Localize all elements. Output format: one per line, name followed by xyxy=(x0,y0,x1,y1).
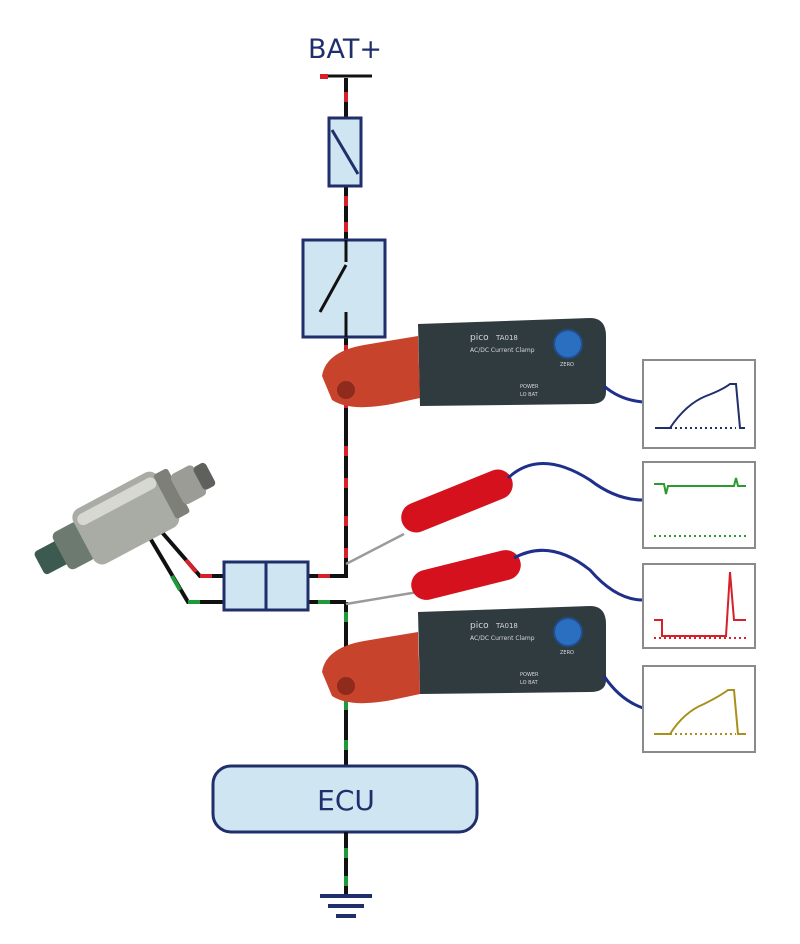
current-clamp-upper: pico TA018 AC/DC Current Clamp POWER LO … xyxy=(322,318,606,408)
svg-text:POWER: POWER xyxy=(520,672,539,678)
upper-clamp-lead xyxy=(603,384,644,404)
scope-trace-current-supply xyxy=(642,359,756,449)
fuse-icon xyxy=(327,116,363,188)
svg-text:pico: pico xyxy=(470,333,489,343)
svg-text:TA018: TA018 xyxy=(495,622,518,630)
lower-clamp-lead xyxy=(602,675,644,710)
scope-trace-current-control xyxy=(642,665,756,753)
svg-text:ZERO: ZERO xyxy=(560,362,574,368)
connector-wires xyxy=(308,574,346,604)
fuel-injector-icon xyxy=(34,462,216,575)
current-clamp-lower: pico TA018 AC/DC Current Clamp POWER LO … xyxy=(322,606,606,704)
svg-text:POWER: POWER xyxy=(520,384,539,390)
svg-text:LO BAT: LO BAT xyxy=(520,392,539,398)
voltage-probe-upper xyxy=(345,462,644,566)
switch-icon xyxy=(301,238,387,339)
svg-text:TA018: TA018 xyxy=(495,334,518,342)
svg-text:AC/DC Current Clamp: AC/DC Current Clamp xyxy=(470,347,535,354)
connector-icon xyxy=(222,560,310,612)
svg-text:ZERO: ZERO xyxy=(560,650,574,656)
bat-plus-label: BAT+ xyxy=(308,34,382,65)
svg-text:AC/DC Current Clamp: AC/DC Current Clamp xyxy=(470,635,535,642)
scope-trace-voltage-control xyxy=(642,563,756,649)
injector-pigtail xyxy=(148,528,224,604)
ecu-label: ECU xyxy=(317,784,375,817)
svg-text:LO BAT: LO BAT xyxy=(520,680,539,686)
zero-button-icon xyxy=(553,617,583,647)
svg-text:pico: pico xyxy=(470,621,489,631)
scope-trace-voltage-supply xyxy=(642,461,756,549)
voltage-probe-lower xyxy=(345,548,644,606)
ground-icon xyxy=(320,894,372,918)
zero-button-icon xyxy=(553,329,583,359)
